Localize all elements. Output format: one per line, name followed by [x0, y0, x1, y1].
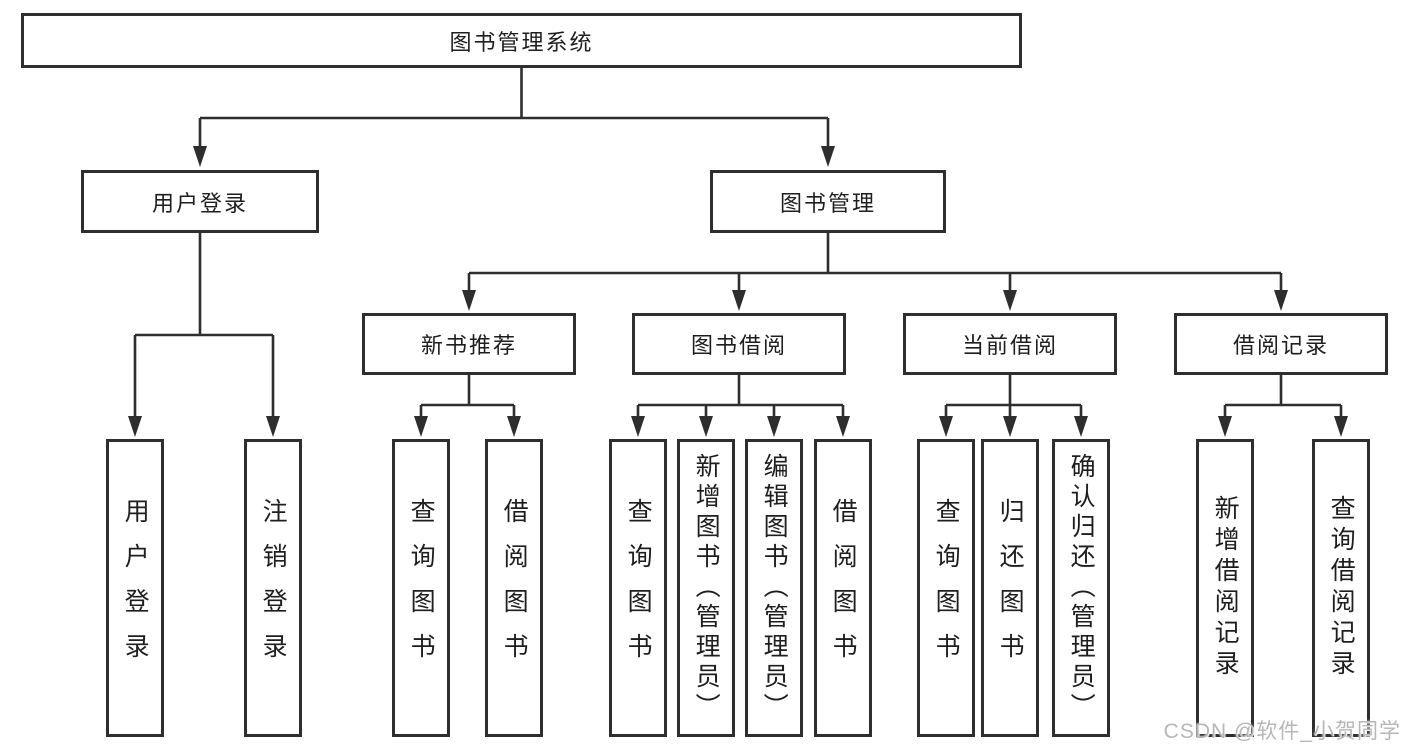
leaf-confirm-return-admin-label: 确认归还（管理员）: [1067, 453, 1096, 723]
node-borrow-records-label: 借阅记录: [1232, 333, 1329, 358]
leaf-borrow-books: 借阅图书: [814, 439, 872, 737]
node-book-management: 图书管理: [710, 170, 946, 233]
leaf-add-books-admin-label: 新增图书（管理员）: [692, 453, 721, 723]
node-book-borrow-label: 图书借阅: [690, 333, 787, 358]
node-book-borrow: 图书借阅: [632, 313, 846, 375]
node-current-borrow-label: 当前借阅: [961, 333, 1058, 358]
node-user-login: 用户登录: [81, 170, 319, 233]
leaf-borrow-books-recommend: 借阅图书: [485, 439, 543, 737]
leaf-borrow-books-recommend-label: 借阅图书: [500, 498, 529, 678]
leaf-user-login-label: 用户登录: [121, 498, 150, 678]
leaf-query-books-recommend: 查询图书: [392, 439, 450, 737]
leaf-return-books: 归还图书: [981, 439, 1039, 737]
leaf-query-borrow-record-label: 查询借阅记录: [1327, 495, 1356, 681]
node-user-login-label: 用户登录: [151, 190, 248, 216]
leaf-logout-label: 注销登录: [259, 498, 288, 678]
leaf-add-books-admin: 新增图书（管理员）: [677, 439, 735, 737]
leaf-user-login: 用户登录: [106, 439, 164, 737]
node-book-management-label: 图书管理: [779, 190, 876, 216]
leaf-query-books-current: 查询图书: [917, 439, 975, 737]
node-borrow-records: 借阅记录: [1174, 313, 1388, 375]
node-new-book-recommend: 新书推荐: [362, 313, 576, 375]
node-current-borrow: 当前借阅: [903, 313, 1117, 375]
node-root-label: 图书管理系统: [449, 29, 594, 55]
leaf-query-books-recommend-label: 查询图书: [407, 498, 436, 678]
csdn-watermark: CSDN @软件_小贺同学: [1163, 720, 1401, 743]
leaf-query-books-borrow-label: 查询图书: [624, 498, 653, 678]
leaf-query-books-borrow: 查询图书: [609, 439, 667, 737]
leaf-logout: 注销登录: [244, 439, 302, 737]
leaf-add-borrow-record-label: 新增借阅记录: [1211, 495, 1240, 681]
leaf-return-books-label: 归还图书: [996, 498, 1025, 678]
leaf-edit-books-admin: 编辑图书（管理员）: [745, 439, 803, 737]
node-new-book-recommend-label: 新书推荐: [420, 333, 517, 358]
leaf-query-borrow-record: 查询借阅记录: [1312, 439, 1370, 737]
node-root-system: 图书管理系统: [21, 13, 1022, 68]
leaf-add-borrow-record: 新增借阅记录: [1196, 439, 1254, 737]
leaf-confirm-return-admin: 确认归还（管理员）: [1052, 439, 1110, 737]
leaf-borrow-books-label: 借阅图书: [829, 498, 858, 678]
leaf-edit-books-admin-label: 编辑图书（管理员）: [760, 453, 789, 723]
leaf-query-books-current-label: 查询图书: [932, 498, 961, 678]
